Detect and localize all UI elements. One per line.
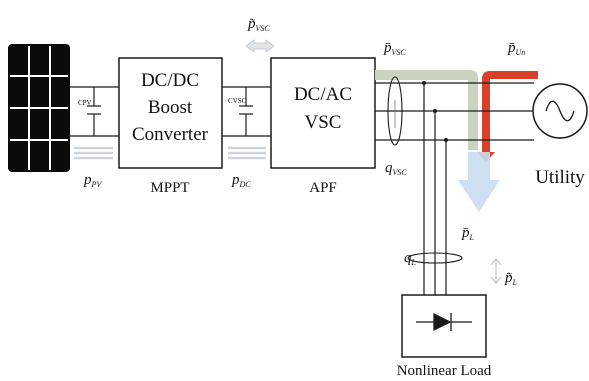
dcdc-converter: Converter	[132, 124, 209, 145]
q-l-label: qL	[404, 250, 417, 267]
three-phase-lines	[375, 82, 534, 141]
p-dc-label: pDC	[231, 172, 251, 189]
pv-dc-link	[70, 86, 119, 137]
p-un-bar-label: p̄Un	[507, 40, 525, 57]
p-vsc-bar-label: p̄VSC	[383, 40, 406, 57]
p-vsc-tilde-arrow	[245, 39, 275, 53]
dcdc-title: DC/DC	[141, 70, 199, 91]
q-l-loop-icon	[407, 252, 463, 264]
cpv-label: CPV	[78, 99, 92, 107]
utility-caption: Utility	[535, 167, 585, 188]
load-feeders	[423, 83, 447, 295]
vsc-title: DC/AC	[294, 84, 352, 105]
vsc-subtitle: VSC	[305, 112, 342, 133]
q-vsc-label: qVSC	[385, 160, 407, 177]
p-l-tilde-label: p̃L	[504, 270, 518, 287]
mppt-caption: MPPT	[150, 180, 189, 196]
nonlinear-load-caption: Nonlinear Load	[397, 363, 492, 379]
p-pv-label: pPV	[83, 172, 102, 189]
p-l-tilde-arrow	[490, 258, 502, 284]
q-vsc-loop-icon	[387, 76, 403, 146]
p-l-bar-flow-arrow	[458, 152, 500, 212]
diode-icon	[416, 312, 472, 332]
dcac-vsc-block	[270, 57, 376, 169]
p-dc-flow-arrow	[228, 146, 266, 160]
dcdc-boost-converter-block	[118, 57, 223, 169]
p-pv-flow-arrow	[74, 146, 113, 160]
cvsc-label: CVSC	[228, 97, 247, 105]
pv-panel-icon	[8, 44, 70, 172]
p-vsc-tilde-label: p̃VSC	[247, 16, 270, 33]
dcdc-boost: Boost	[148, 97, 193, 118]
p-l-bar-label: p̄L	[461, 225, 475, 242]
apf-caption: APF	[309, 180, 337, 196]
dc-link	[222, 86, 271, 137]
sine-wave-icon	[545, 100, 575, 122]
p-vsc-bar-flow-arrow	[375, 70, 478, 150]
p-un-bar-flow-arrow	[477, 71, 538, 162]
nonlinear-load-block	[401, 294, 487, 358]
